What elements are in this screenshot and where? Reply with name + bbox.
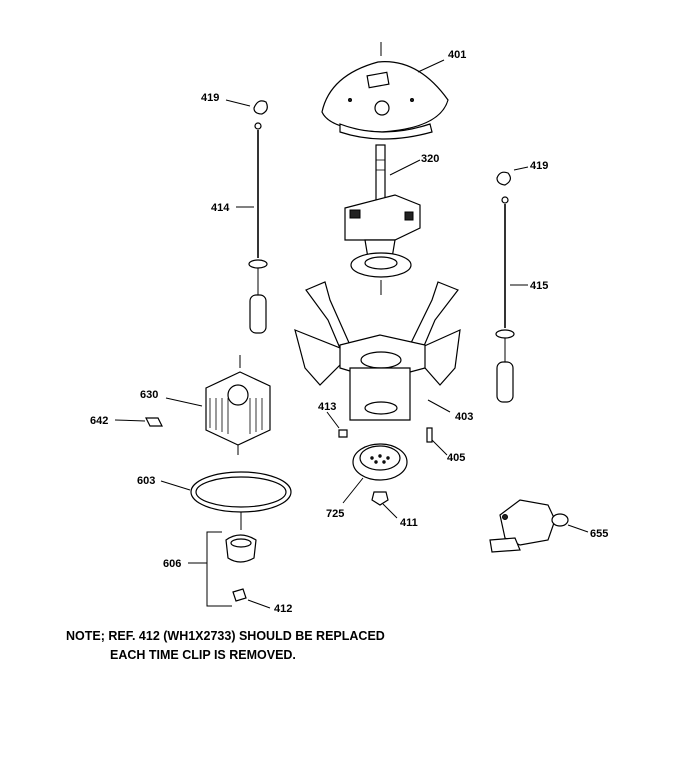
callout-630: 630 xyxy=(140,389,158,401)
leader-320 xyxy=(389,159,421,176)
note-line-2: EACH TIME CLIP IS REMOVED. xyxy=(110,648,296,662)
part-414-suspension-rod xyxy=(236,122,268,334)
callout-413: 413 xyxy=(318,401,336,413)
callout-405: 405 xyxy=(447,452,465,464)
part-405-screw xyxy=(426,427,448,456)
callout-403: 403 xyxy=(455,411,473,423)
part-403-support-bracket xyxy=(294,281,461,421)
callout-414: 414 xyxy=(211,202,230,214)
callout-320: 320 xyxy=(421,153,439,165)
part-642-plug xyxy=(114,417,163,427)
callout-415: 415 xyxy=(530,280,548,292)
callout-655: 655 xyxy=(590,528,608,540)
part-725-pulley xyxy=(342,443,408,504)
part-630-motor xyxy=(165,355,271,455)
part-413-nut xyxy=(326,411,348,438)
part-603-belt xyxy=(160,471,292,513)
part-419-cap-right xyxy=(496,166,529,186)
callout-411: 411 xyxy=(400,517,418,529)
callout-725: 725 xyxy=(326,508,344,520)
part-401-cover xyxy=(321,42,449,140)
part-655-pump xyxy=(489,499,589,553)
callout-401: 401 xyxy=(448,49,466,61)
part-412-clip xyxy=(232,588,271,609)
callout-603: 603 xyxy=(137,475,155,487)
callout-412: 412 xyxy=(274,603,292,615)
callout-606: 606 xyxy=(163,558,181,570)
leader-401 xyxy=(417,59,445,73)
part-320-transmission xyxy=(344,144,421,295)
part-415-suspension-rod xyxy=(495,196,528,403)
part-411-nut xyxy=(371,491,398,519)
callout-419-left: 419 xyxy=(201,92,219,104)
note-line-1: NOTE; REF. 412 (WH1X2733) SHOULD BE REPL… xyxy=(66,629,385,643)
part-606-pulley xyxy=(188,512,257,607)
callout-642: 642 xyxy=(90,415,108,427)
callout-419-right: 419 xyxy=(530,160,548,172)
part-419-cap-left xyxy=(225,99,268,115)
